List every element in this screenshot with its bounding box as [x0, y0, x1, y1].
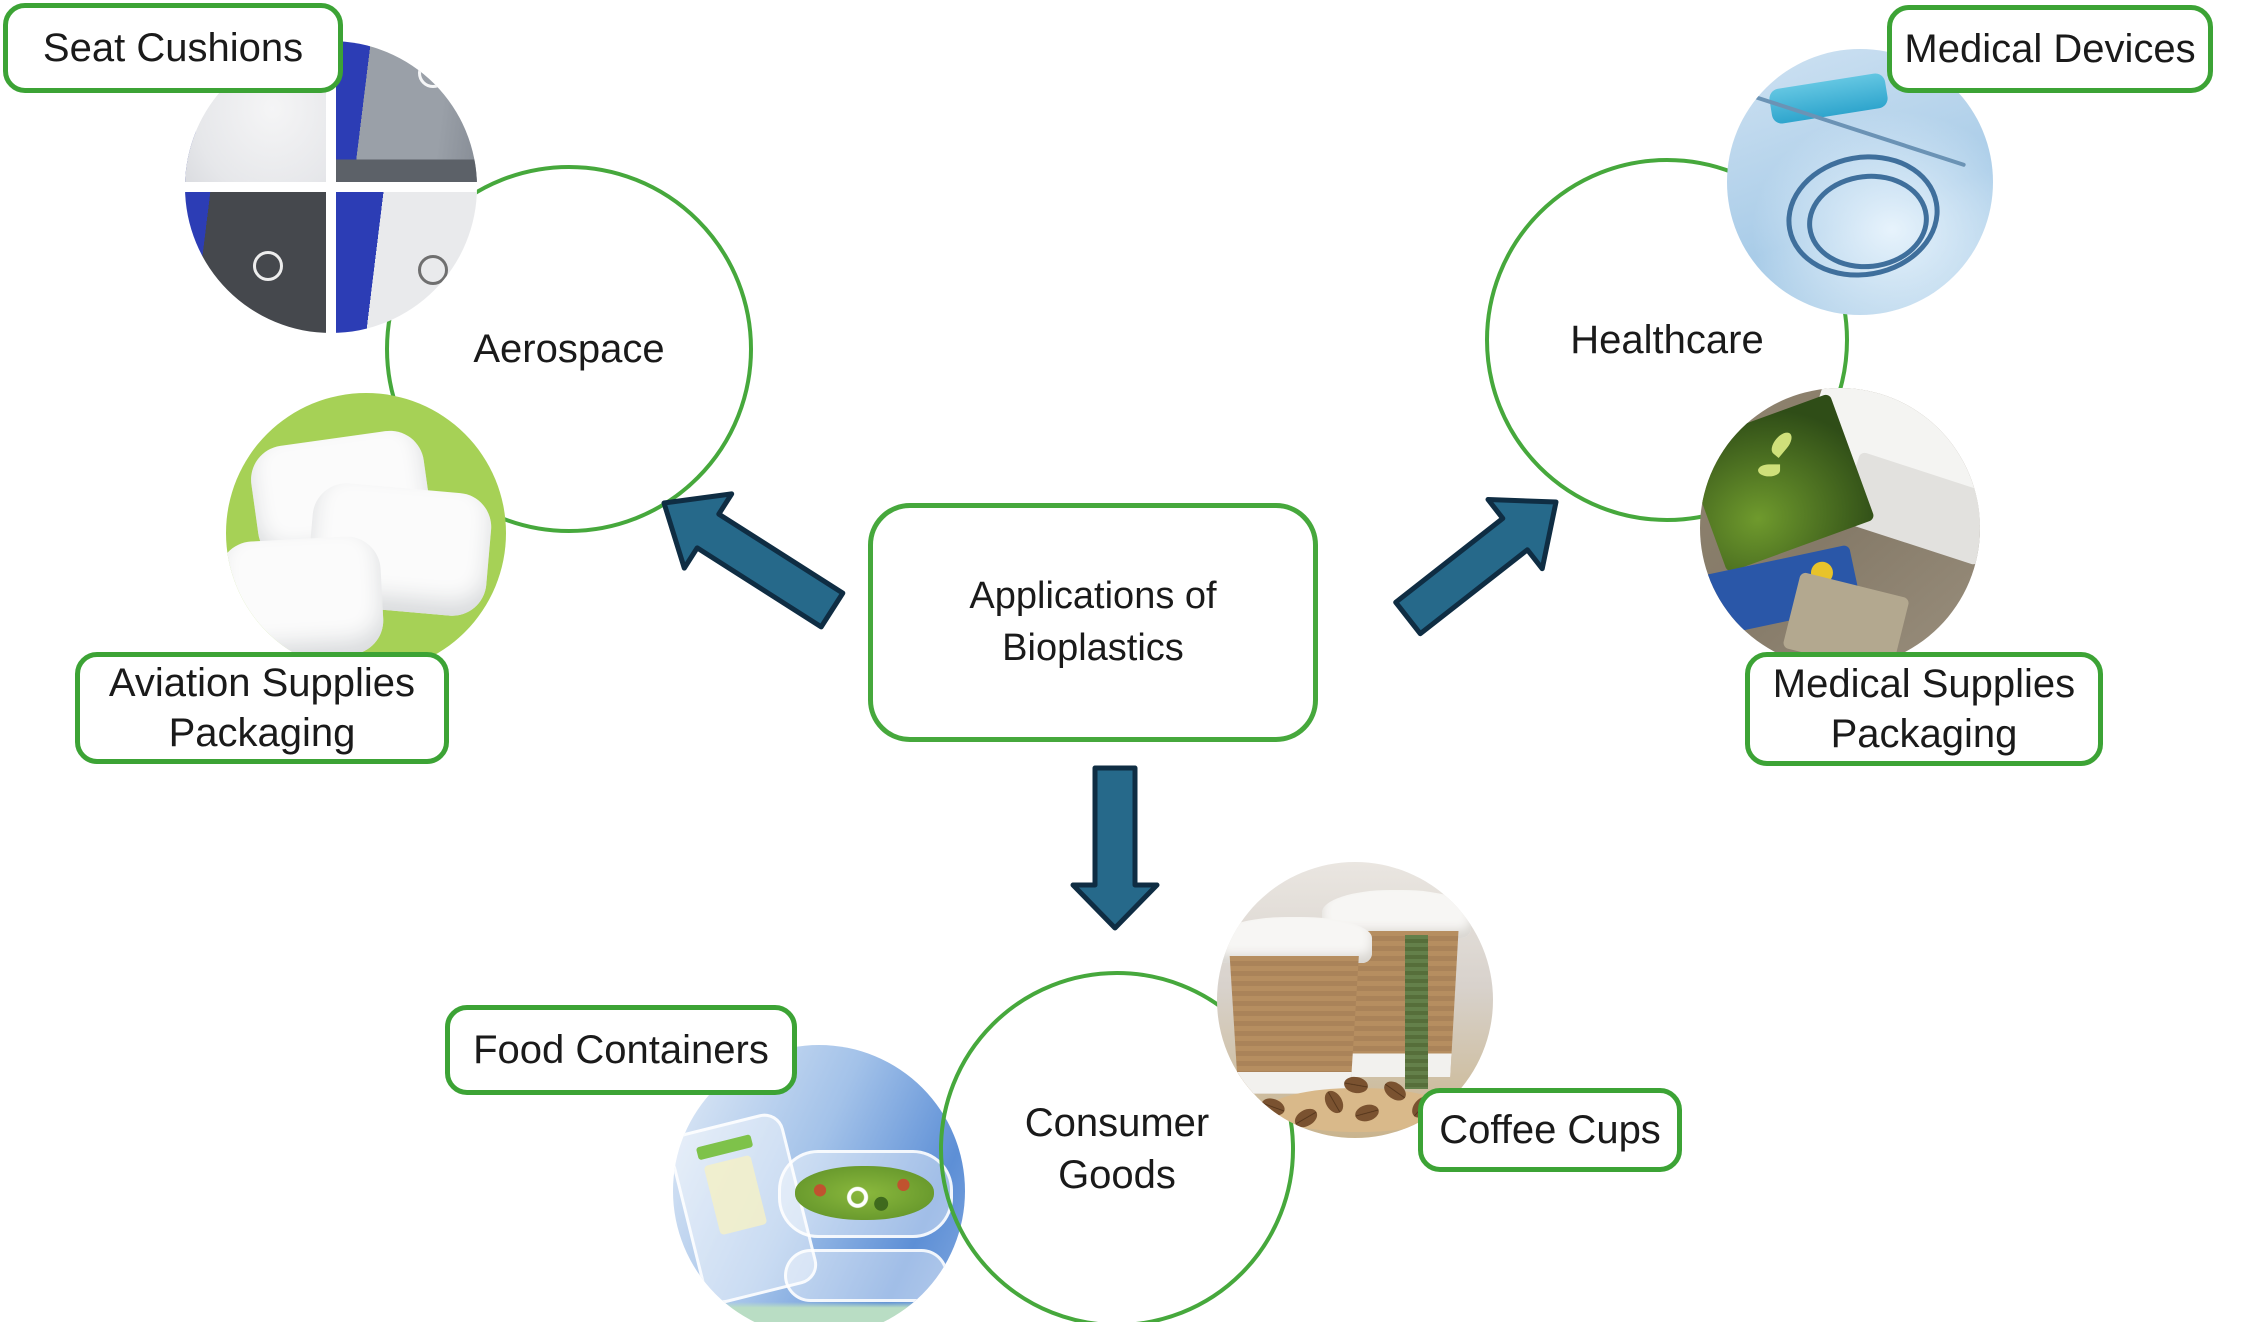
aviation-supplies-label-box: Aviation Supplies Packaging: [75, 652, 449, 764]
medical-supplies-label-box: Medical Supplies Packaging: [1745, 652, 2103, 766]
center-node-label: Applications of Bioplastics: [969, 575, 1217, 669]
healthcare-circle: Healthcare: [1485, 158, 1849, 522]
seat-cushions-label: Seat Cushions: [42, 26, 304, 70]
container-label-sheet: [702, 1154, 768, 1236]
food-containers-label-box: Food Containers: [445, 1005, 797, 1095]
ve-logo-icon: [417, 255, 448, 286]
leaf-icon: [1757, 464, 1780, 477]
medical-supplies-photo: [1700, 388, 1980, 668]
medical-devices-label: Medical Devices: [1904, 27, 2196, 71]
coffee-cups-label-box: Coffee Cups: [1418, 1088, 1682, 1172]
aerospace-circle: Aerospace: [385, 165, 753, 533]
medical-devices-label-box: Medical Devices: [1887, 5, 2213, 93]
cup-green-stripe: [1404, 934, 1429, 1089]
leaf-icon: [1767, 429, 1795, 459]
coffee-cups-label: Coffee Cups: [1439, 1108, 1661, 1152]
aviation-supplies-label: Aviation Supplies Packaging: [108, 661, 416, 755]
healthcare-label: Healthcare: [1570, 318, 1764, 362]
seat-white: [336, 192, 477, 333]
pillow-pack: [226, 534, 386, 661]
seat-cushions-label-box: Seat Cushions: [3, 3, 343, 93]
arrow-to-healthcare-icon: [1393, 497, 1559, 637]
consumer-goods-circle: Consumer Goods: [939, 971, 1295, 1322]
consumer-goods-label: Consumer Goods: [1024, 1101, 1210, 1197]
cup-sleeve: [1229, 956, 1359, 1094]
seat-dark: [185, 192, 326, 333]
arrow-to-consumer-goods-icon: [1070, 765, 1160, 931]
food-containers-label: Food Containers: [473, 1028, 769, 1072]
medical-supplies-label: Medical Supplies Packaging: [1772, 662, 2076, 756]
aerospace-label: Aerospace: [473, 327, 665, 371]
center-node: Applications of Bioplastics: [868, 503, 1318, 742]
syringe-shape: [1767, 71, 1889, 125]
ve-logo-icon: [252, 251, 283, 282]
arrow-to-aerospace-icon: [661, 491, 846, 630]
salad-container: [778, 1150, 954, 1238]
coffee-cup-front: [1217, 917, 1372, 1094]
ve-logo-icon: [417, 57, 448, 88]
cup-lid: [1217, 917, 1372, 964]
seat-gray: [336, 41, 477, 182]
aviation-supplies-photo: [226, 393, 506, 673]
empty-container: [783, 1249, 948, 1303]
medical-devices-photo: [1727, 49, 1993, 315]
salad: [794, 1166, 934, 1221]
